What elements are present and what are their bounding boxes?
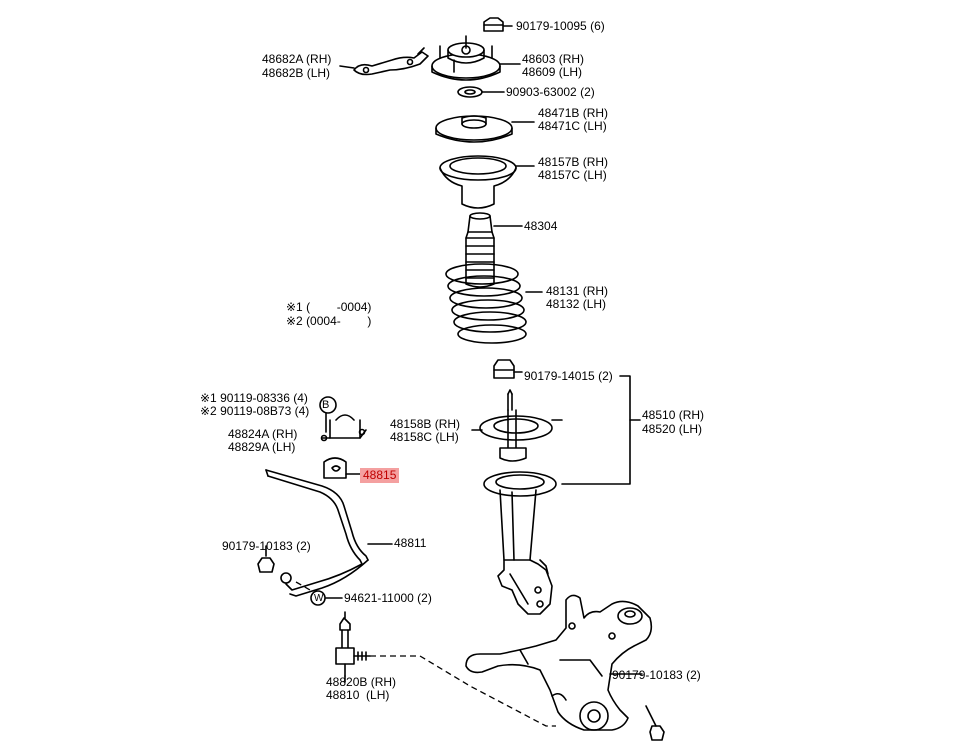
upper-insulator <box>439 155 517 209</box>
label-bushing-bracket-lh: 48829A (LH) <box>228 440 296 454</box>
label-bracket-lh: 48682B (LH) <box>262 66 331 80</box>
bushing-bracket <box>320 407 367 442</box>
steering-knuckle <box>465 594 653 731</box>
label-washer: 90903-63002 (2) <box>506 85 595 99</box>
strut-mount <box>431 35 501 81</box>
label-link-lh: 48810 (LH) <box>326 688 390 702</box>
washer <box>457 86 483 98</box>
label-bumper: 48304 <box>524 219 558 233</box>
label-strut-rh: 48510 (RH) <box>642 408 705 422</box>
label-note-2: ※2 (0004- ) <box>286 314 372 328</box>
upper-spring-seat <box>435 115 513 143</box>
strut-assembly <box>479 389 557 615</box>
stabilizer-link <box>335 611 371 677</box>
callout-b: B <box>322 399 330 411</box>
label-mount-lh: 48609 (LH) <box>522 65 583 79</box>
label-spring-lh: 48132 (LH) <box>546 297 607 311</box>
label-bracket-rh: 48682A (RH) <box>262 52 332 66</box>
knuckle-nut <box>645 705 665 741</box>
top-nut <box>483 17 504 32</box>
stabilizer-bar <box>265 469 369 597</box>
link-nut <box>257 557 275 573</box>
label-bolt-b2: ※2 90119-08B73 (4) <box>200 404 310 418</box>
strut-nut <box>493 359 515 379</box>
label-bushing-bracket-rh: 48824A (RH) <box>228 427 298 441</box>
label-spring-rh: 48131 (RH) <box>546 284 609 298</box>
label-mount-rh: 48603 (RH) <box>522 52 585 66</box>
label-insulator-lh: 48157C (LH) <box>538 168 607 182</box>
label-link-rh: 48820B (RH) <box>326 675 397 689</box>
callout-w: W <box>314 593 324 604</box>
label-seat-lh: 48471C (LH) <box>538 119 607 133</box>
mount-bracket <box>353 47 429 76</box>
coil-spring <box>445 263 527 344</box>
label-strut-lh: 48520 (LH) <box>642 422 703 436</box>
label-w-nut: 94621-11000 (2) <box>344 591 432 605</box>
label-lower-insulator-rh: 48158B (RH) <box>390 417 461 431</box>
label-bushing-highlighted[interactable]: 48815 <box>360 468 400 483</box>
label-top-bolt: 90179-10095 (6) <box>516 19 605 33</box>
label-bolt-b1: ※1 90119-08336 (4) <box>200 391 308 405</box>
label-link-nut: 90179-10183 (2) <box>222 539 311 553</box>
label-seat-rh: 48471B (RH) <box>538 106 609 120</box>
label-note-1: ※1 ( -0004) <box>286 300 372 314</box>
stabilizer-bushing <box>323 457 347 479</box>
assembly-dashed-lines <box>295 581 556 727</box>
label-lower-insulator-lh: 48158C (LH) <box>390 430 459 444</box>
label-knuckle-nut: 90179-10183 (2) <box>612 668 701 682</box>
label-stabilizer-bar: 48811 <box>394 536 427 550</box>
label-strut-nut: 90179-14015 (2) <box>524 369 613 383</box>
label-insulator-rh: 48157B (RH) <box>538 155 609 169</box>
